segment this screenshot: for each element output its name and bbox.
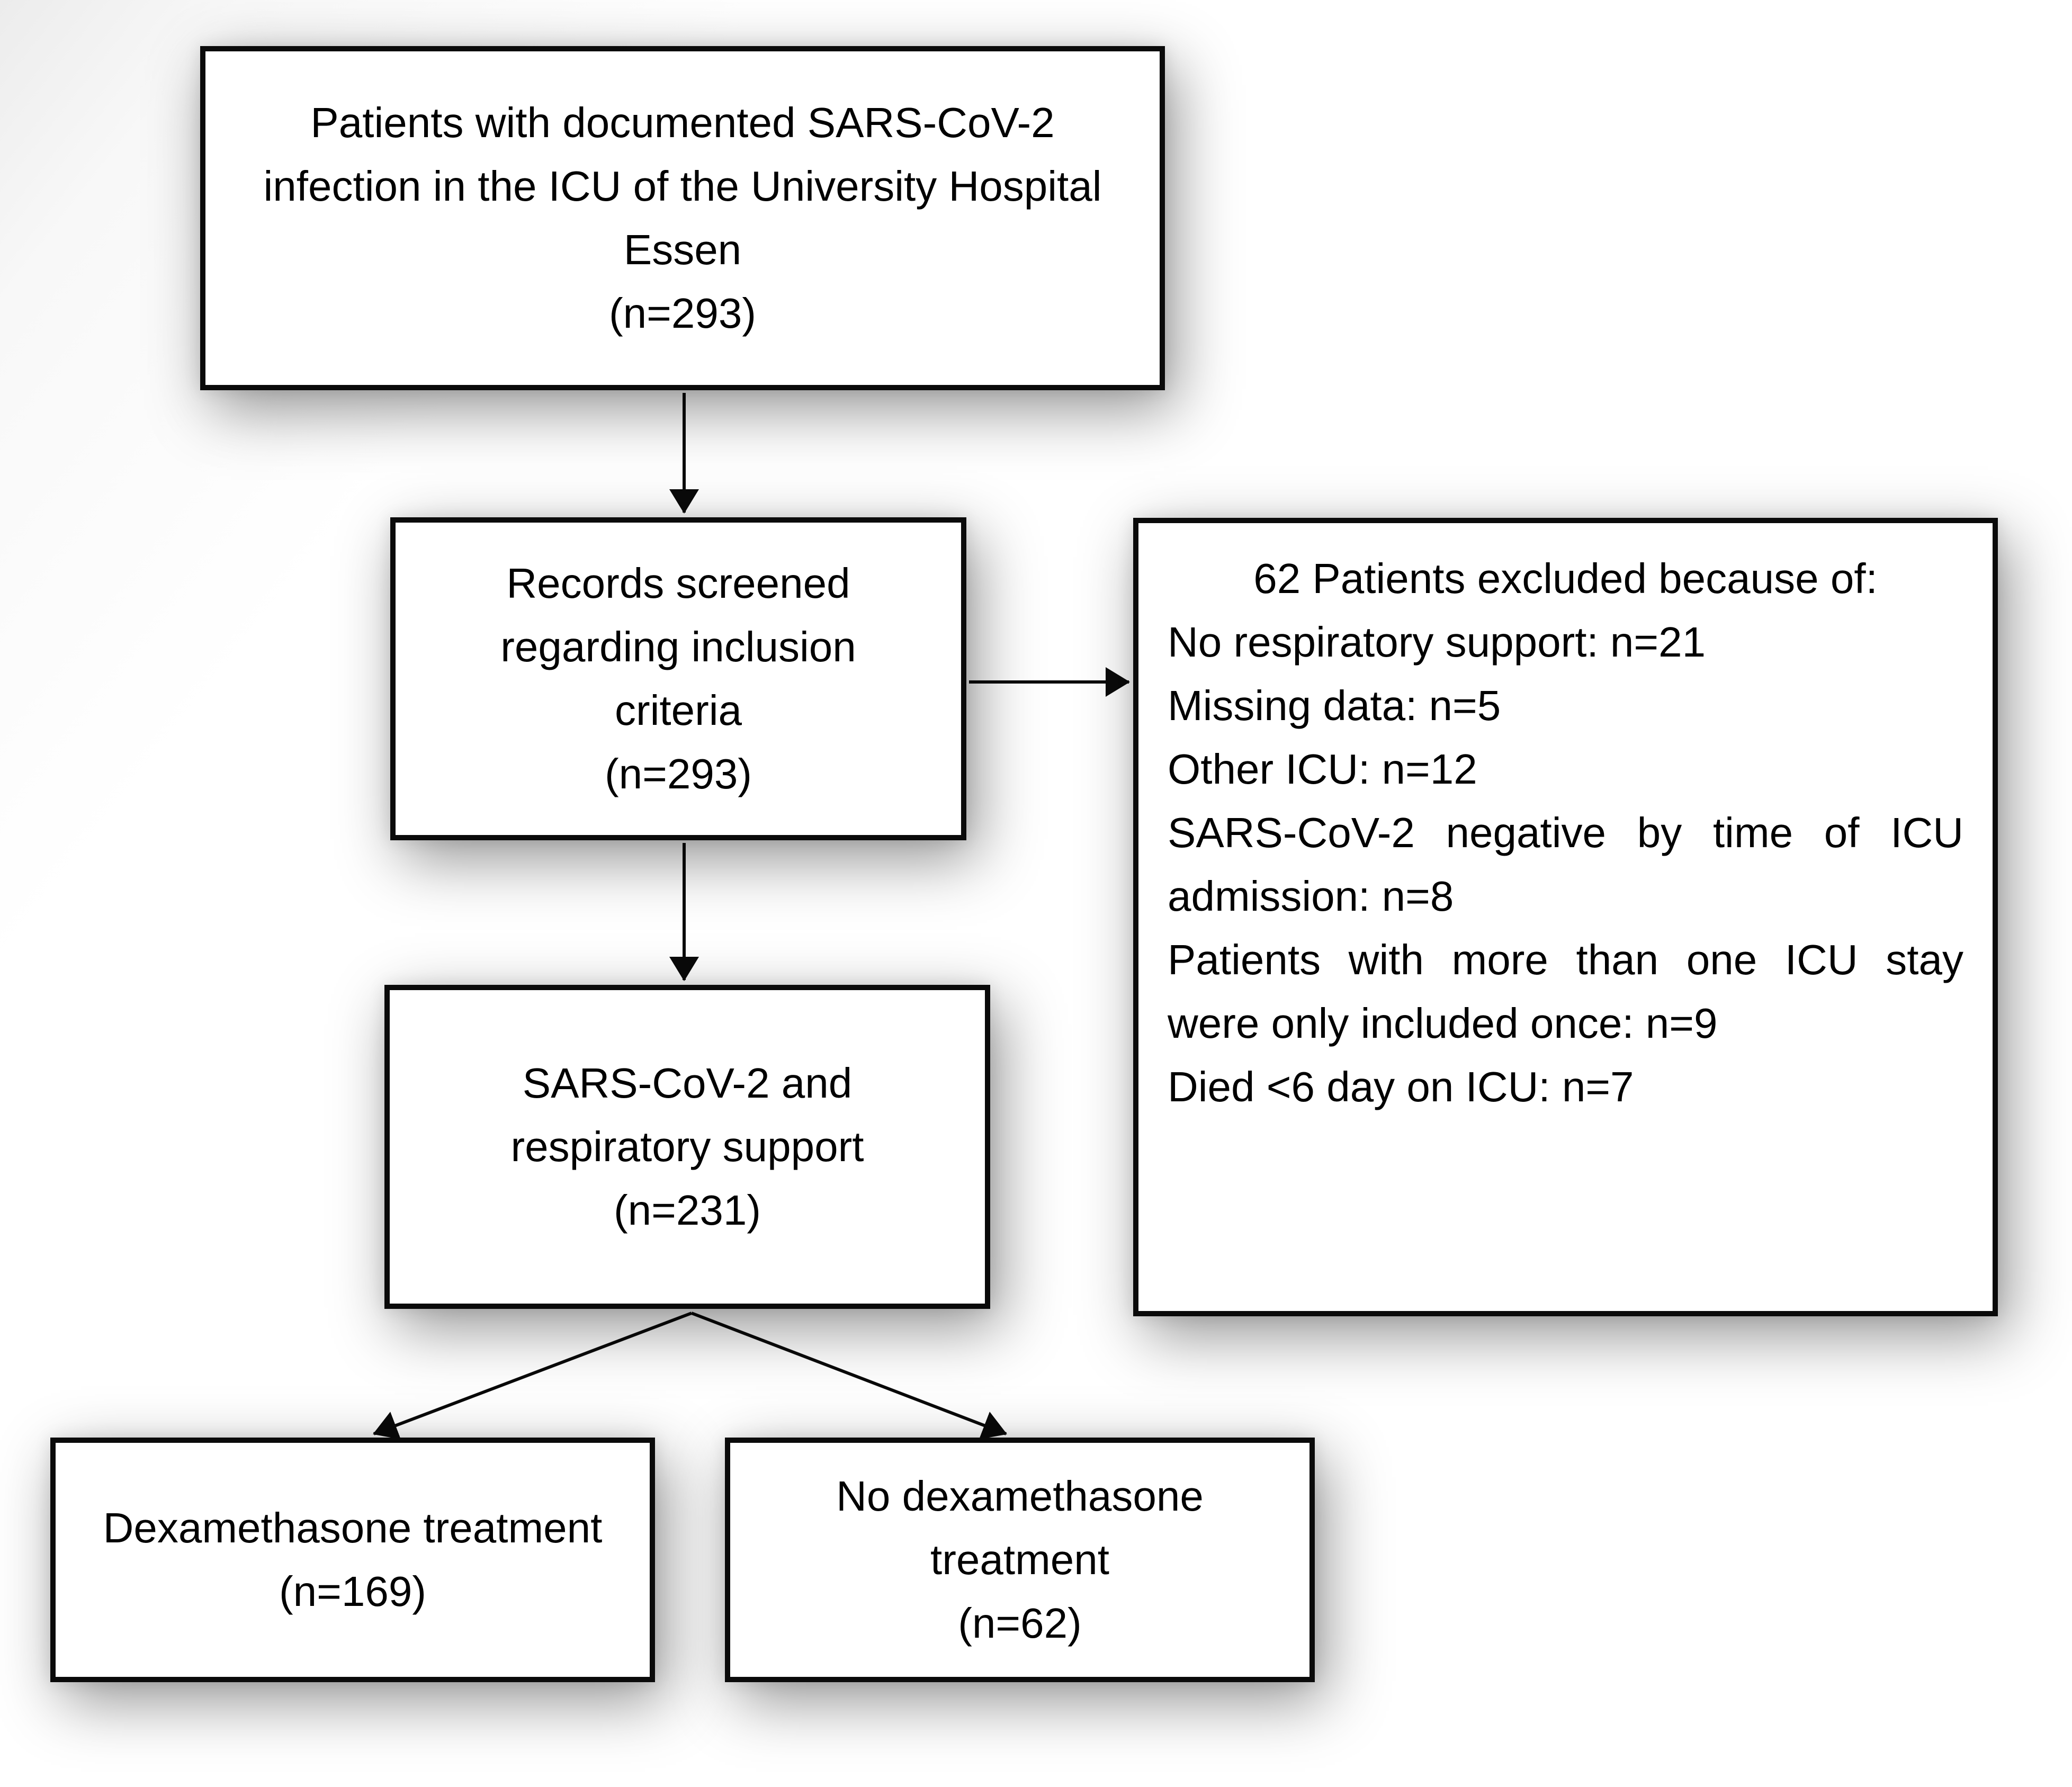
node-respiratory-support-text: SARS-CoV-2 and respiratory support (n=23… [510,1059,864,1234]
node-screened-population-text: Patients with documented SARS-CoV-2 infe… [263,99,1102,337]
node-records-screened: Records screened regarding inclusion cri… [390,517,966,840]
node-patients-excluded-reasons: No respiratory support: n=21 Missing dat… [1168,618,1963,1110]
arrow-support-to-no-dexamethasone [690,1312,1007,1440]
arrow-support-to-dexamethasone [373,1312,693,1440]
node-dexamethasone-treatment-text: Dexamethasone treatment (n=169) [103,1504,603,1615]
node-screened-population: Patients with documented SARS-CoV-2 infe… [200,46,1165,390]
node-dexamethasone-treatment: Dexamethasone treatment (n=169) [50,1438,655,1682]
node-respiratory-support: SARS-CoV-2 and respiratory support (n=23… [384,985,990,1309]
node-records-screened-text: Records screened regarding inclusion cri… [500,560,856,797]
node-no-dexamethasone-treatment: No dexamethasone treatment (n=62) [725,1438,1315,1682]
node-patients-excluded-heading: 62 Patients excluded because of: [1253,555,1878,602]
node-no-dexamethasone-treatment-text: No dexamethasone treatment (n=62) [836,1472,1204,1647]
node-patients-excluded: 62 Patients excluded because of: No resp… [1133,518,1998,1316]
